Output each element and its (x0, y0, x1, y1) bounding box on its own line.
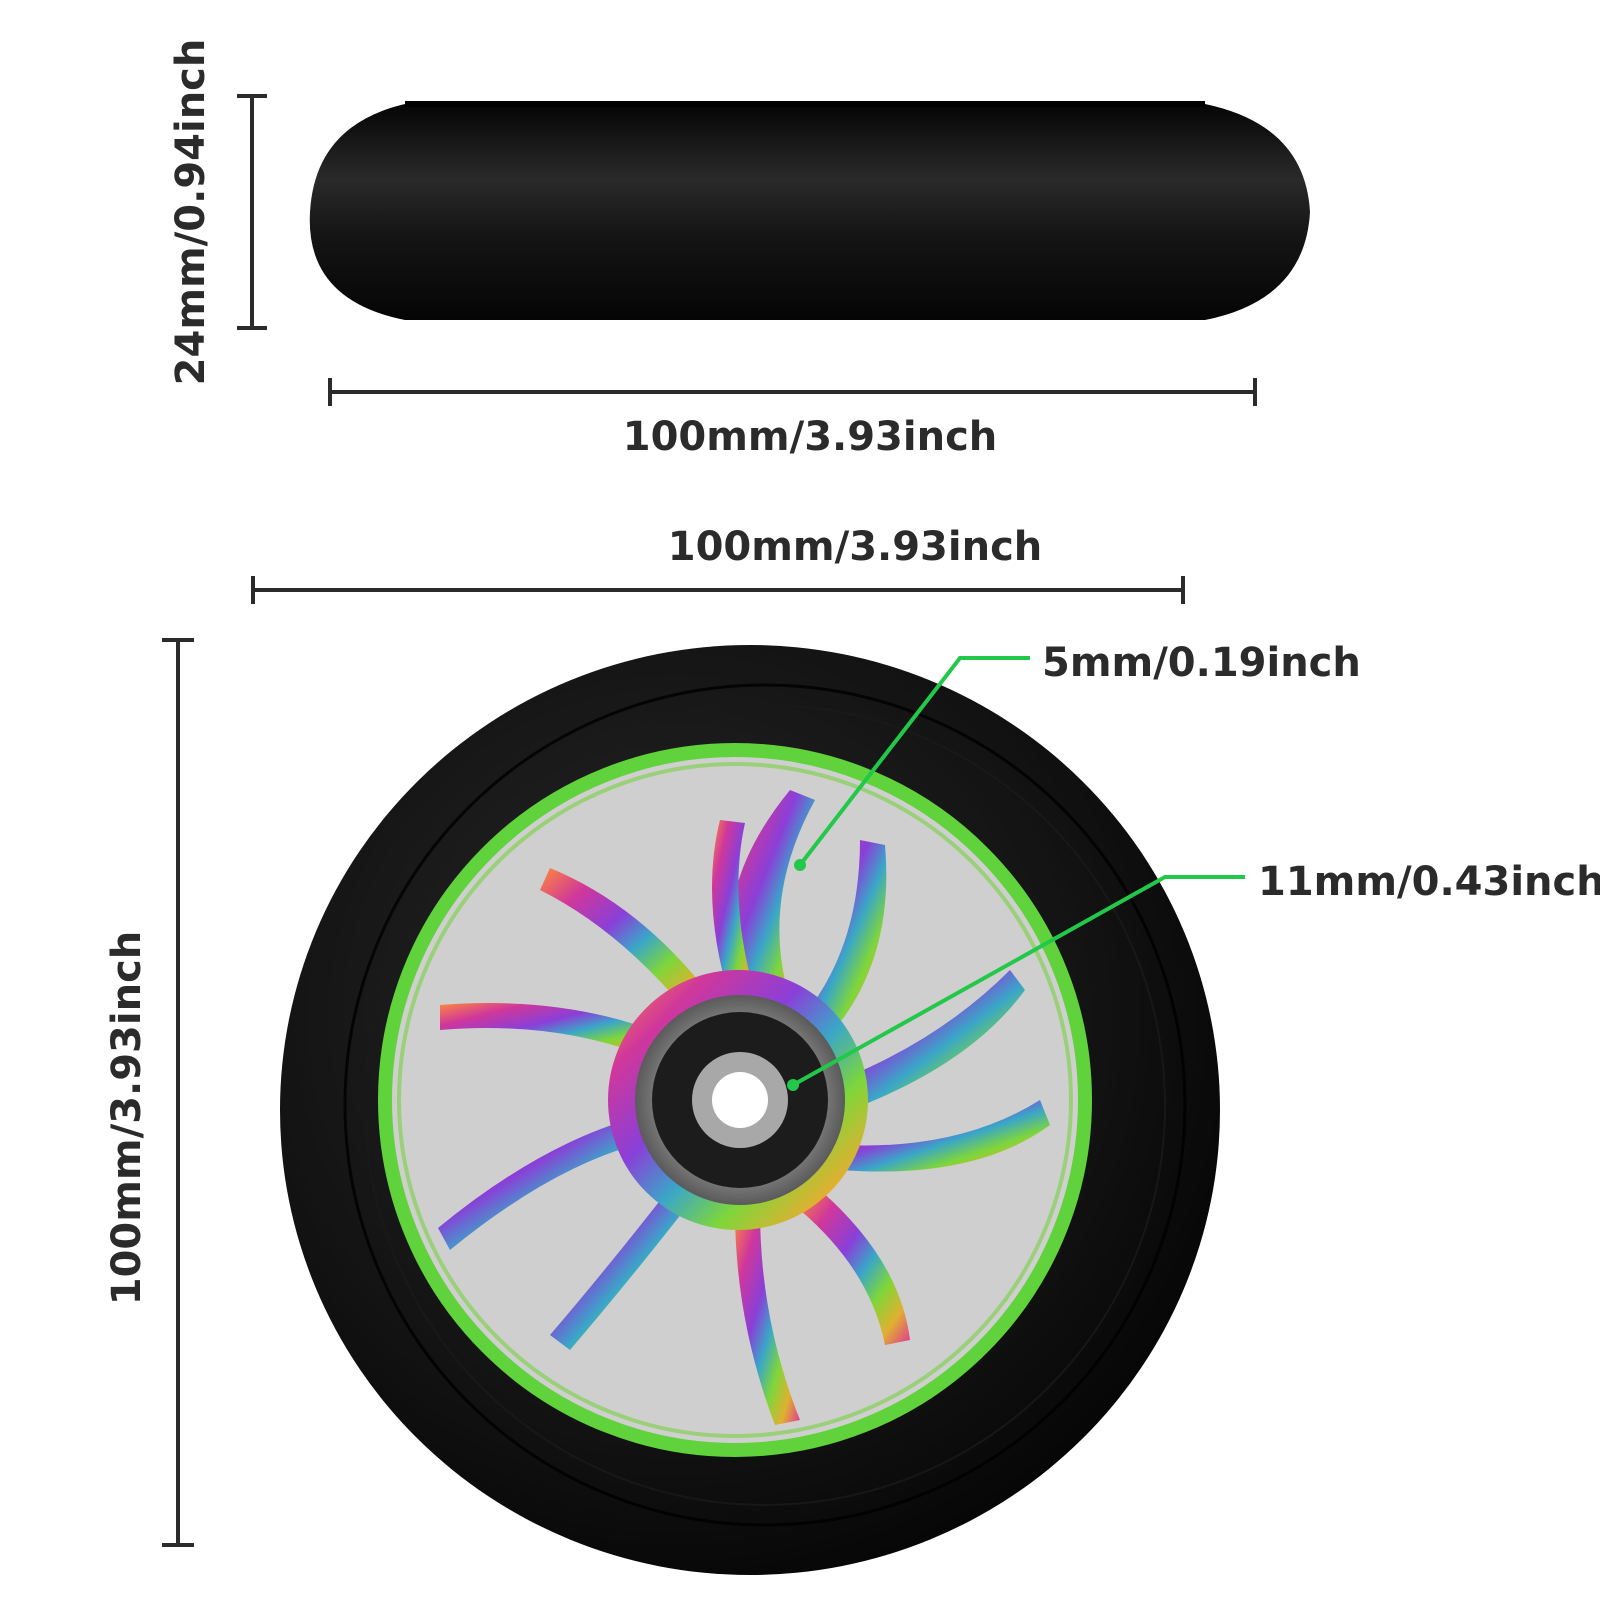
front-height-dimension-line (162, 638, 194, 1547)
front-height-label: 100mm/3.93inch (104, 931, 150, 1306)
wheel (280, 645, 1220, 1575)
callout-lower-dot (787, 1079, 799, 1091)
rim-ring-shadow (397, 762, 1073, 1438)
side-view: 24mm/0.94inch 100mm/3.93inch (168, 39, 1310, 460)
callout-upper: 5mm/0.19inch (794, 640, 1361, 871)
rim-spokes (438, 790, 1050, 1425)
rim-ring (378, 743, 1092, 1457)
callout-lower: 11mm/0.43inch (787, 859, 1600, 1091)
callout-upper-line (798, 656, 1030, 867)
side-view-tire (309, 104, 1310, 320)
axle-hole (712, 1072, 768, 1128)
callout-upper-label: 5mm/0.19inch (1042, 640, 1361, 686)
callout-lower-label: 11mm/0.43inch (1258, 859, 1600, 905)
side-width-dimension-line (328, 378, 1257, 406)
side-height-dimension-line (237, 94, 267, 330)
side-width-label: 100mm/3.93inch (623, 414, 998, 460)
tire-groove-outer (343, 683, 1187, 1527)
front-width-label: 100mm/3.93inch (668, 524, 1043, 570)
front-width-dimension-line (251, 576, 1185, 604)
tire-groove-inner (364, 704, 1166, 1506)
side-height-label: 24mm/0.94inch (168, 39, 214, 386)
callout-lower-line (792, 875, 1245, 1087)
callout-upper-dot (794, 859, 806, 871)
front-view: 100mm/3.93inch 100mm/3.93inch (104, 524, 1600, 1575)
